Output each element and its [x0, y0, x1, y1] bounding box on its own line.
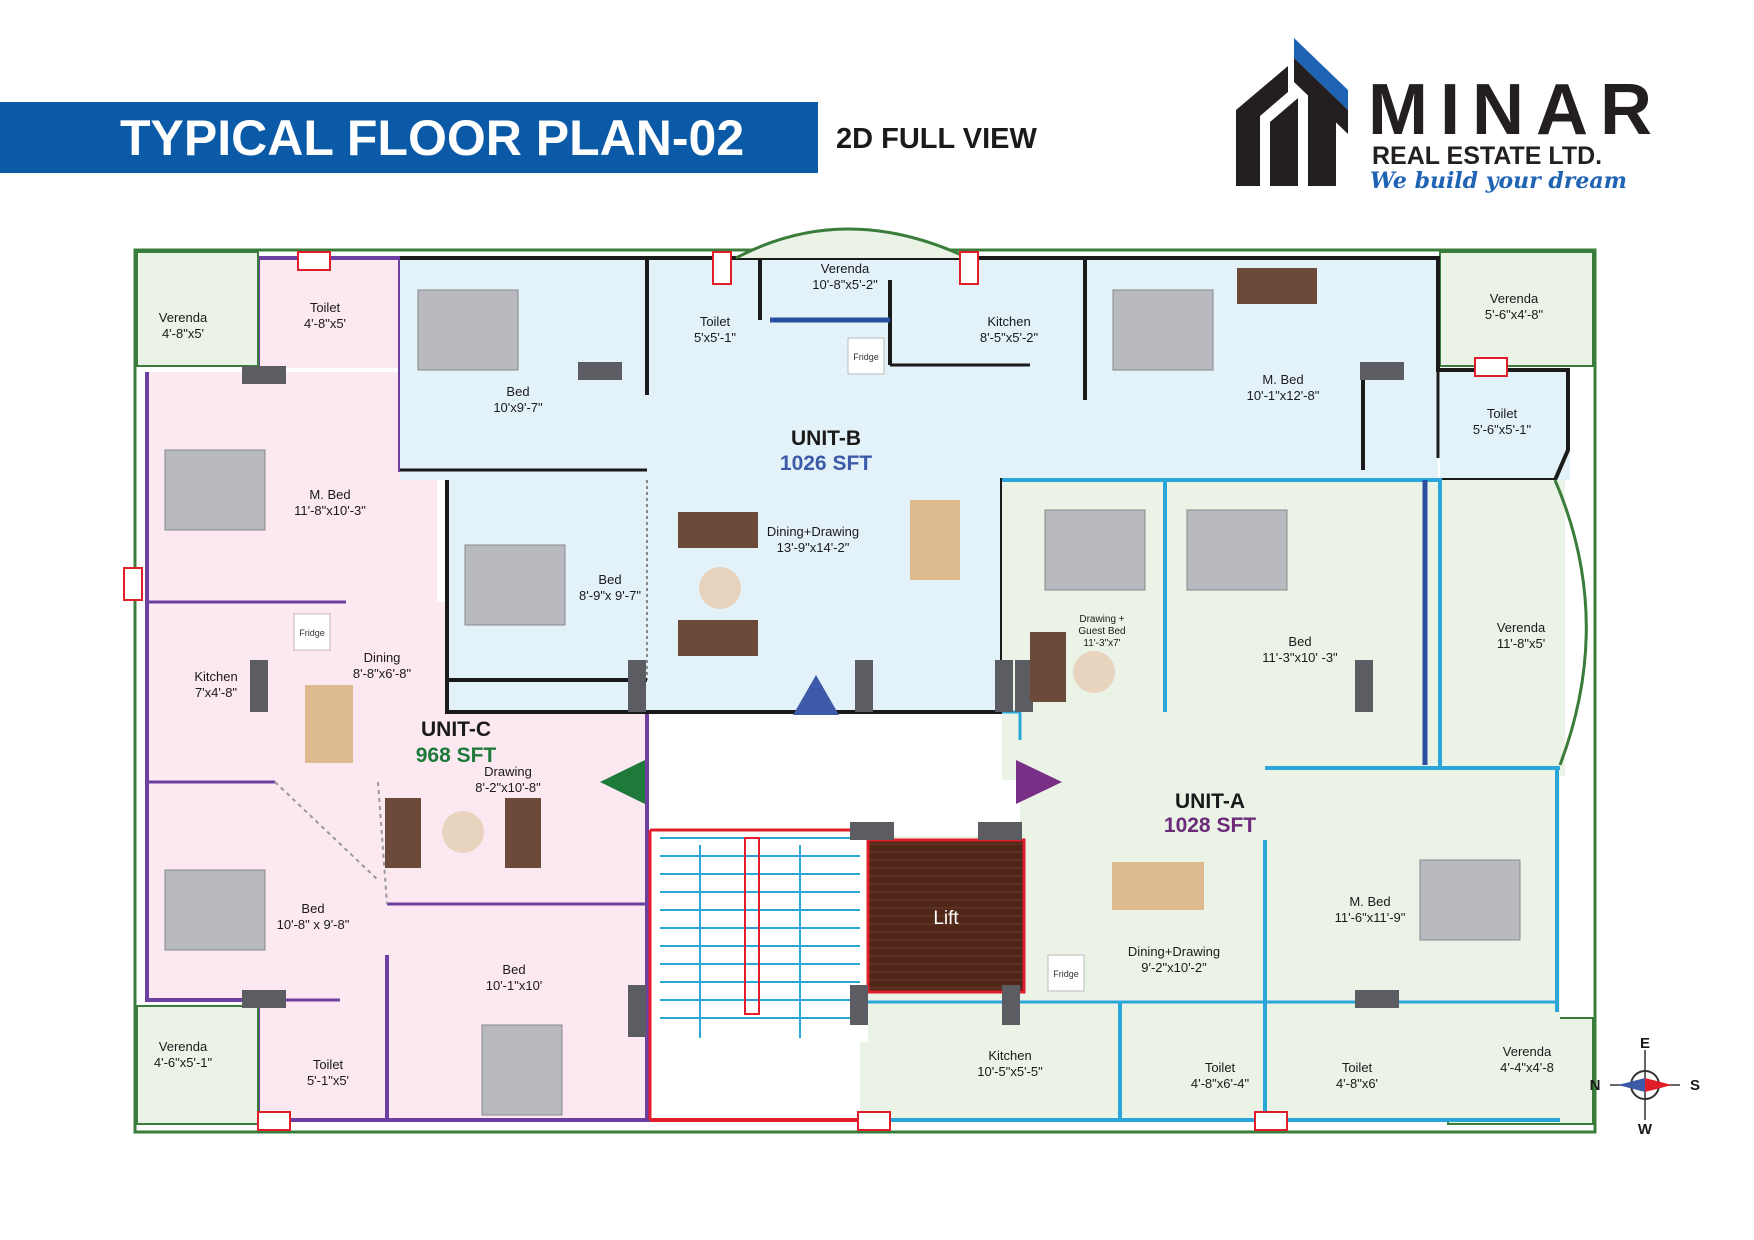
c-bed1-dim: 10'-8" x 9'-8"	[277, 917, 350, 932]
a-verenda-dim: 11'-8"x5'	[1497, 636, 1545, 651]
entry-arrow-c	[600, 760, 645, 804]
brand-name: MINAR	[1368, 70, 1664, 150]
b-verenda-name: Verenda	[821, 261, 870, 276]
a-coffee-table	[1073, 651, 1115, 693]
b-dining-table	[910, 500, 960, 580]
b-toilet2-name: Toilet	[1487, 406, 1518, 421]
b-mbed-name: M. Bed	[1262, 372, 1303, 387]
b-coffee-table	[699, 567, 741, 609]
a-verenda2-dim: 4'-4"x4'-8	[1500, 1060, 1554, 1075]
a-kitchen-dim: 10'-5"x5'-5"	[977, 1064, 1043, 1079]
a-bed-dim: 11'-3"x10' -3"	[1262, 650, 1338, 665]
entry-arrow-b	[793, 675, 839, 715]
c-verenda-top-name: Verenda	[159, 310, 208, 325]
verenda-b-arc	[735, 227, 969, 260]
a-toilet1-dim: 4'-8"x6'-4"	[1191, 1076, 1250, 1091]
c-bed2-name: Bed	[502, 962, 525, 977]
compass-icon: E W N S	[1590, 1035, 1700, 1138]
a-dining-dim: 9'-2"x10'-2"	[1141, 960, 1207, 975]
a-drawing-name: Drawing +	[1079, 614, 1124, 625]
entry-arrow-a	[1016, 760, 1062, 804]
c-verenda-top-dim: 4'-8"x5'	[162, 326, 204, 341]
lift-label: Lift	[933, 908, 959, 929]
b-bed1-name: Bed	[506, 384, 529, 399]
brand-subtitle: REAL ESTATE LTD.	[1372, 142, 1603, 170]
brand-tagline: We build your dream	[1370, 168, 1627, 194]
b-toilet1-name: Toilet	[700, 314, 731, 329]
a-toilet2-dim: 4'-8"x6'	[1336, 1076, 1378, 1091]
unit-b-label: UNIT-B	[791, 427, 861, 450]
a-drawing-name2: Guest Bed	[1078, 626, 1125, 637]
compass-n: N	[1590, 1077, 1601, 1094]
c-drawing-name: Drawing	[484, 764, 532, 779]
title-bar	[0, 102, 818, 173]
staircase	[648, 828, 868, 1122]
c-toilet-bottom-dim: 5'-1"x5'	[307, 1073, 349, 1088]
b-toilet1-dim: 5'x5'-1"	[694, 330, 736, 345]
lift-box	[866, 838, 1026, 994]
b-toilet2-dim: 5'-6"x5'-1"	[1473, 422, 1532, 437]
c-toilet-bottom-name: Toilet	[313, 1057, 344, 1072]
a-toilet2-name: Toilet	[1342, 1060, 1373, 1075]
b-bed2-name: Bed	[598, 572, 621, 587]
unit-c-label: UNIT-C	[421, 718, 491, 741]
page-subtitle: 2D FULL VIEW	[836, 123, 1037, 155]
compass-s: S	[1690, 1077, 1700, 1094]
verenda-top-left	[136, 251, 259, 367]
a-mbed-name: M. Bed	[1349, 894, 1390, 909]
compass-e: E	[1640, 1035, 1650, 1052]
b-kitchen-dim: 8'-5"x5'-2"	[980, 330, 1039, 345]
a-mbed-dim: 11'-6"x11'-9"	[1335, 910, 1406, 925]
b-verenda-dim: 10'-8"x5'-2"	[812, 277, 878, 292]
a-dining-table	[1112, 862, 1204, 910]
b-verenda2-name: Verenda	[1490, 291, 1539, 306]
a-verenda-name: Verenda	[1497, 620, 1546, 635]
c-bed1-name: Bed	[301, 901, 324, 916]
a-verenda2-name: Verenda	[1503, 1044, 1552, 1059]
b-dining-name: Dining+Drawing	[767, 524, 859, 539]
b-bed1-dim: 10'x9'-7"	[493, 400, 543, 415]
a-kitchen-name: Kitchen	[988, 1048, 1031, 1063]
b-dining-dim: 13'-9"x14'-2"	[777, 540, 850, 555]
c-kitchen-dim: 7'x4'-8"	[195, 685, 237, 700]
c-mbed-name: M. Bed	[309, 487, 350, 502]
b-verenda2-dim: 5'-6"x4'-8"	[1485, 307, 1544, 322]
c-coffee-table	[442, 811, 484, 853]
c-verenda-bottom-dim: 4'-6"x5'-1"	[154, 1055, 213, 1070]
page-title: TYPICAL FLOOR PLAN-02	[120, 110, 745, 166]
c-toilet-top-dim: 4'-8"x5'	[304, 316, 346, 331]
fridge-label-b: Fridge	[853, 352, 879, 362]
b-bed2-dim: 8'-9"x 9'-7"	[579, 588, 641, 603]
fridge-label-c: Fridge	[299, 628, 325, 638]
c-drawing-dim: 8'-2"x10'-8"	[475, 780, 541, 795]
c-verenda-bottom-name: Verenda	[159, 1039, 208, 1054]
c-kitchen-name: Kitchen	[194, 669, 237, 684]
unit-a-label: UNIT-A	[1175, 790, 1245, 813]
c-dining-name: Dining	[364, 650, 401, 665]
a-toilet1-name: Toilet	[1205, 1060, 1236, 1075]
verenda-a-arc	[1553, 479, 1588, 766]
unit-a-area: 1028 SFT	[1164, 814, 1256, 837]
c-mbed-dim: 11'-8"x10'-3"	[294, 503, 366, 518]
c-bed2-dim: 10'-1"x10'	[486, 978, 543, 993]
fridge-label-a: Fridge	[1053, 969, 1079, 979]
verenda-bottom-left	[136, 1005, 259, 1125]
unit-c-area: 968 SFT	[416, 744, 497, 767]
unit-b-area: 1026 SFT	[780, 452, 872, 475]
c-toilet-top-name: Toilet	[310, 300, 341, 315]
c-dining-dim: 8'-8"x6'-8"	[353, 666, 412, 681]
a-bed-name: Bed	[1288, 634, 1311, 649]
a-drawing-dim: 11'-3"x7'	[1083, 638, 1120, 649]
brand-logo-mark	[1236, 38, 1348, 186]
a-dining-name: Dining+Drawing	[1128, 944, 1220, 959]
b-mbed-dim: 10'-1"x12'-8"	[1247, 388, 1320, 403]
b-kitchen-name: Kitchen	[987, 314, 1030, 329]
c-dining-table	[305, 685, 353, 763]
compass-w: W	[1638, 1121, 1653, 1138]
